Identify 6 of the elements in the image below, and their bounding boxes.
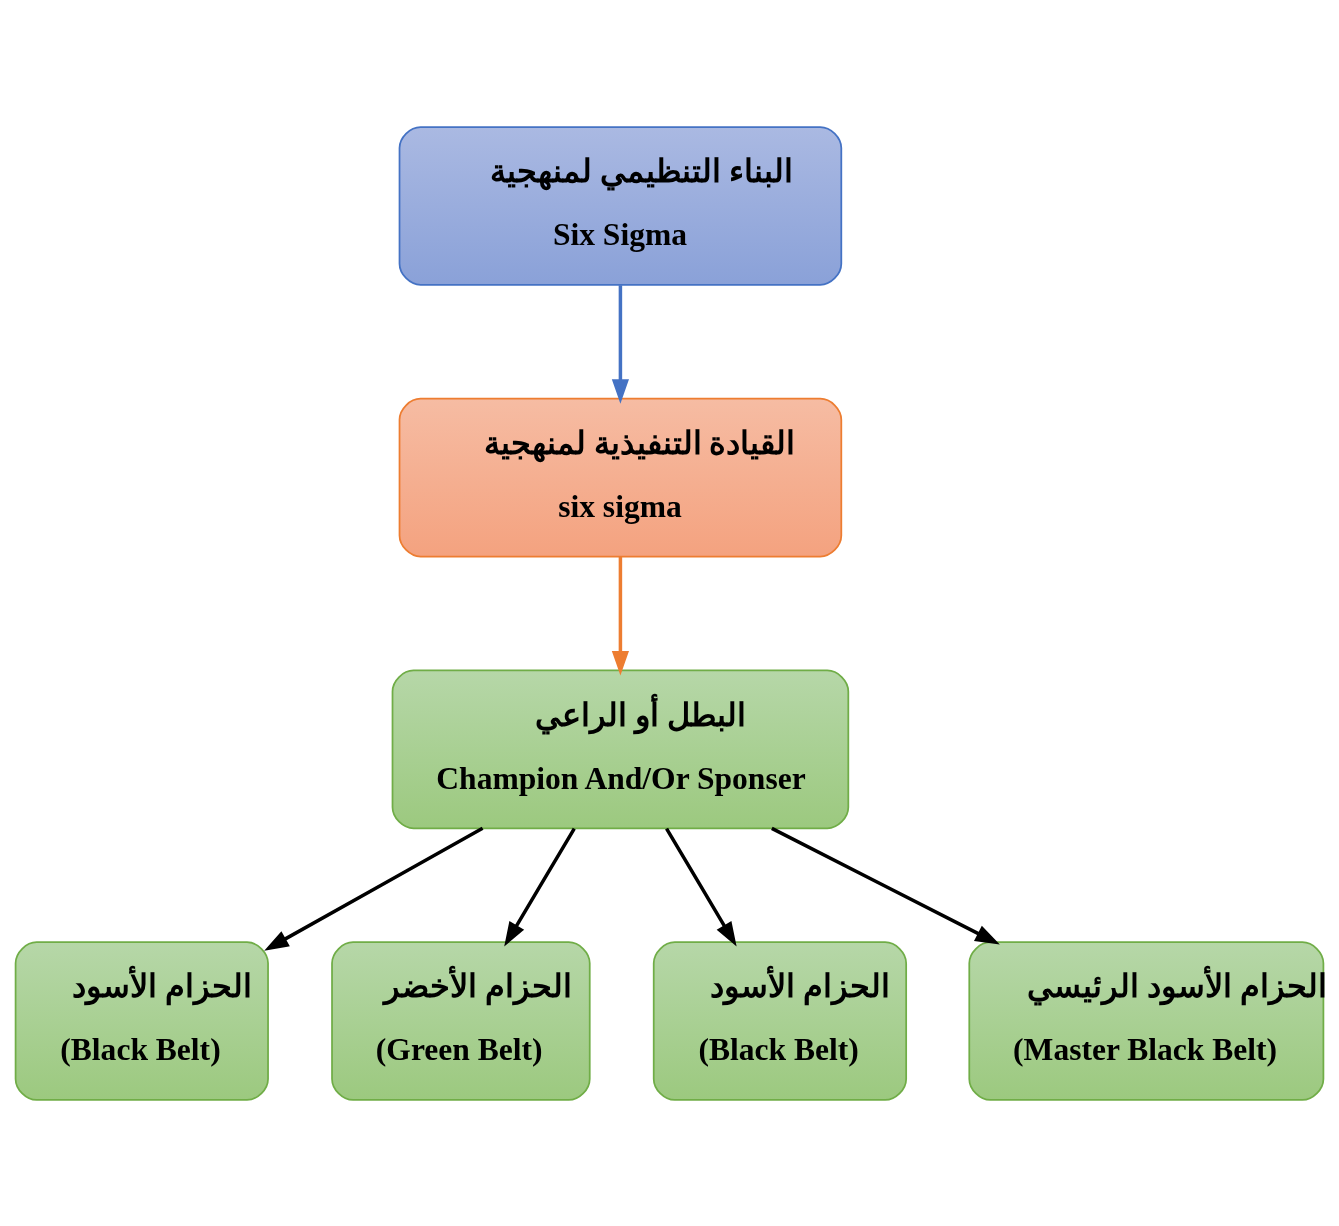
arrow <box>665 827 737 946</box>
arrow <box>504 827 576 946</box>
arrow <box>771 826 1000 945</box>
arrow <box>264 826 484 951</box>
arrow <box>611 284 630 404</box>
arrow <box>611 556 630 676</box>
